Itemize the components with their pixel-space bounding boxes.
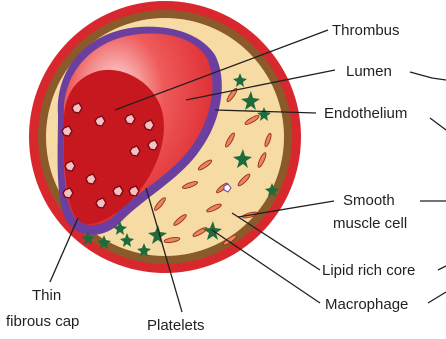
platelet (129, 186, 139, 196)
platelet (65, 161, 75, 171)
platelet (113, 186, 123, 196)
label-thin-fibrous-cap-line2: fibrous cap (6, 313, 79, 330)
label-smooth-muscle-line1: Smooth (343, 192, 395, 209)
platelet (125, 114, 135, 124)
label-thin-fibrous-cap-line1: Thin (32, 287, 61, 304)
leader-macrophage (212, 230, 320, 303)
platelet (130, 146, 140, 156)
platelet (62, 126, 72, 136)
platelet (144, 120, 154, 130)
platelet (63, 188, 73, 198)
platelet (86, 174, 96, 184)
platelet (148, 140, 158, 150)
platelet (96, 198, 106, 208)
platelet (95, 116, 105, 126)
label-endothelium: Endothelium (324, 105, 407, 122)
platelet (72, 103, 82, 113)
leader-lumen-right (410, 72, 446, 80)
leader-macrophage-right (428, 292, 446, 303)
label-lipid-rich-core: Lipid rich core (322, 262, 415, 279)
label-macrophage: Macrophage (325, 296, 408, 313)
label-platelets: Platelets (147, 317, 205, 334)
label-lumen: Lumen (346, 63, 392, 80)
label-smooth-muscle-line2: muscle cell (333, 215, 407, 232)
leader-endothelium-right (430, 118, 446, 130)
label-thrombus: Thrombus (332, 22, 400, 39)
leader-lipid-core-right (438, 266, 446, 270)
